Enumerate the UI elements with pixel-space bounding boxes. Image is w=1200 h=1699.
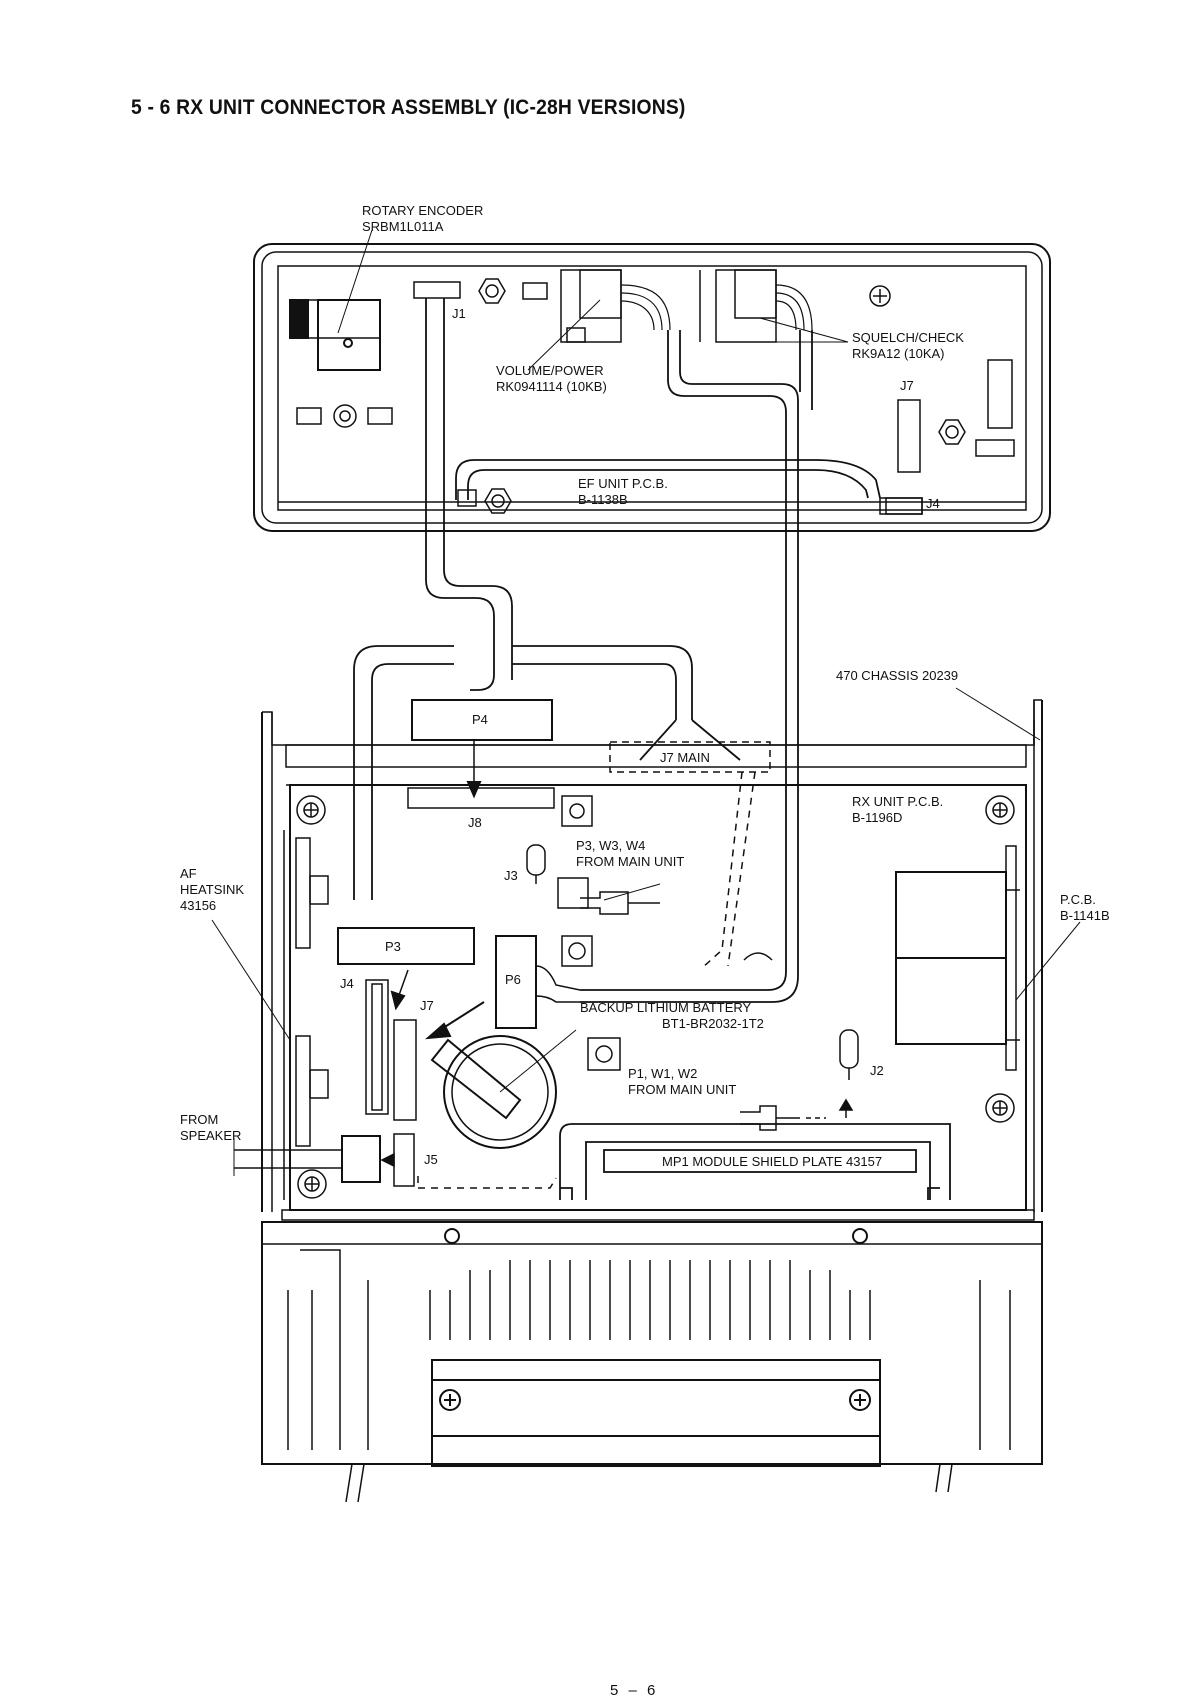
j3-connector [526,844,660,915]
page-number: 5 – 6 [610,1682,659,1699]
rx-unit-pcb [281,784,1035,1221]
j5-label: J5 [424,1152,438,1167]
flat-cable-squelch [799,330,813,410]
chassis-label: 470 CHASSIS 20239 [836,668,958,683]
j7-top-label: J7 [900,378,914,393]
p1-w1-w2-label: P1, W1, W2 [628,1066,697,1081]
p4-label: P4 [472,712,488,727]
j8-connector [407,787,593,827]
j3-label: J3 [504,868,518,883]
arrow-to-j7 [425,1001,485,1040]
backup-battery [430,1029,577,1149]
rx-unit-part: B-1196D [852,810,902,825]
p3-connector [337,927,475,1011]
pcb-b1141b [895,845,1017,1071]
mp1-shield-plate [559,1123,951,1200]
rear-heatsink [261,1221,1043,1467]
from-speaker-label: FROM [180,1112,218,1127]
j8-label: J8 [468,815,482,830]
leader-lines [211,299,1081,1176]
p3-w3-w4-from: FROM MAIN UNIT [576,854,684,869]
flat-cable-ef-loop [455,459,881,500]
j7-main-connector [609,741,771,773]
j4-top-connector [879,497,923,515]
rx-unit-label: RX UNIT P.C.B. [852,794,943,809]
af-heatsink [283,830,329,1200]
test-point [587,1037,621,1071]
page-title: 5 - 6 RX UNIT CONNECTOR ASSEMBLY (IC-28H… [131,96,686,119]
flat-cable-volume [580,330,799,1003]
dashed-cable [417,771,756,1189]
flat-cable-j1-p4 [425,298,513,660]
volume-power-label: VOLUME/POWER [496,363,604,378]
volume-power-part: RK0941114 (10KB) [496,379,607,394]
nut-icon [478,278,966,514]
front-small-connectors [296,281,1015,515]
af-heatsink-label-2: HEATSINK [180,882,244,897]
j7-label: J7 [420,998,434,1013]
p3-w3-w4-label: P3, W3, W4 [576,838,645,853]
af-heatsink-label: AF [180,866,197,881]
battery-label: BACKUP LITHIUM BATTERY [580,1000,752,1015]
j7-pin-header [393,1019,417,1121]
right-connector-leads [1006,720,1035,1041]
j4-top-label: J4 [926,496,940,511]
j2-connector [740,1029,859,1131]
j5-connector [234,1133,415,1187]
ef-unit-label: EF UNIT P.C.B. [578,476,668,491]
j7-top-connector [897,359,1013,473]
squelch-check-pot [699,269,777,343]
p6-connector [495,935,773,1029]
p1-w1-w2-from: FROM MAIN UNIT [628,1082,736,1097]
battery-part: BT1-BR2032-1T2 [662,1016,764,1031]
p3-label: P3 [385,939,401,954]
af-heatsink-part: 43156 [180,898,216,913]
p6-label: P6 [505,972,521,987]
heatsink-fins [287,1249,1011,1450]
j7-main-label: J7 MAIN [660,750,710,765]
rear-cables [345,1463,953,1503]
squelch-check-label: SQUELCH/CHECK [852,330,964,345]
flat-cable-p4-right [512,645,741,761]
squelch-check-part: RK9A12 (10KA) [852,346,945,361]
pot-wires [620,284,813,331]
screw-icon [296,795,1015,1199]
mp1-shield-label: MP1 MODULE SHIELD PLATE 43157 [662,1154,882,1169]
rotary-encoder-part: SRBM1L011A [362,219,444,234]
front-panel [253,243,1051,532]
j2-label: J2 [870,1063,884,1078]
flat-cable-p3 [353,645,454,900]
rotary-encoder [289,229,381,371]
pcb-b1141b-label: P.C.B. [1060,892,1096,907]
rotary-encoder-label: ROTARY ENCODER [362,203,483,218]
j4-pin-header [365,979,389,1115]
volume-power-pot [560,269,622,343]
ef-unit-part: B-1138B [578,492,628,507]
pcb-b1141b-part: B-1141B [1060,908,1110,923]
from-speaker-label-2: SPEAKER [180,1128,241,1143]
labels: ROTARY ENCODER SRBM1L011A J1 VOLUME/POWE… [180,203,1110,1169]
screw-icon [869,285,891,307]
flat-cable-p4-main [470,660,513,691]
j4-label: J4 [340,976,354,991]
j1-label: J1 [452,306,466,321]
